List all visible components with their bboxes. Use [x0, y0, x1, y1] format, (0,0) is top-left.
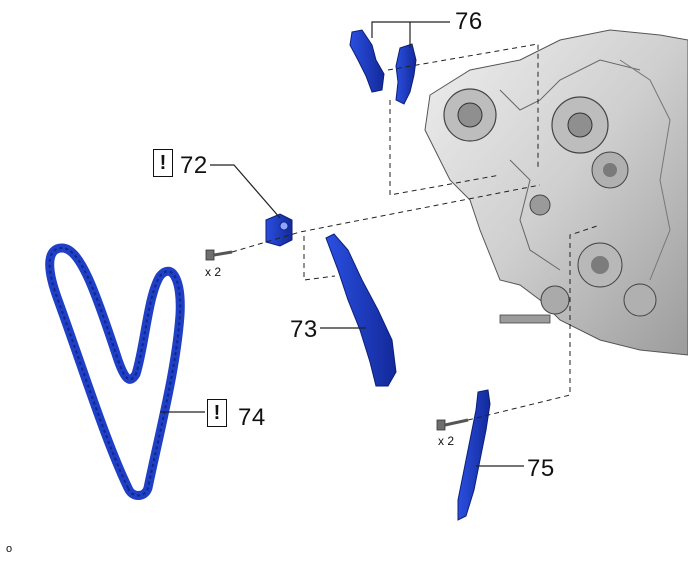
bolt-quantity-72: x 2	[205, 265, 222, 279]
part-73-chain-guide	[325, 233, 397, 387]
part-75-chain-guide	[457, 389, 491, 521]
bolt-quantity-75: x 2	[438, 434, 455, 448]
callout-74: 74	[238, 404, 266, 431]
part-76-chain-guides	[349, 29, 417, 105]
callout-76: 76	[455, 8, 483, 35]
callout-75: 75	[527, 455, 555, 482]
part-72-chain-tensioner	[265, 213, 293, 247]
leader-lines	[160, 21, 524, 467]
callout-73: 73	[290, 316, 318, 343]
figure-id: o	[6, 543, 13, 555]
installation-guide-lines	[231, 43, 601, 421]
part-74-timing-chain	[45, 243, 185, 500]
caution-icon-74: !	[207, 399, 227, 427]
engine-block-illustration	[424, 29, 688, 356]
bolt-72-icon	[205, 249, 233, 261]
callout-72: 72	[180, 152, 208, 179]
caution-icon-72: !	[153, 149, 173, 177]
bolt-75-icon	[436, 418, 469, 431]
